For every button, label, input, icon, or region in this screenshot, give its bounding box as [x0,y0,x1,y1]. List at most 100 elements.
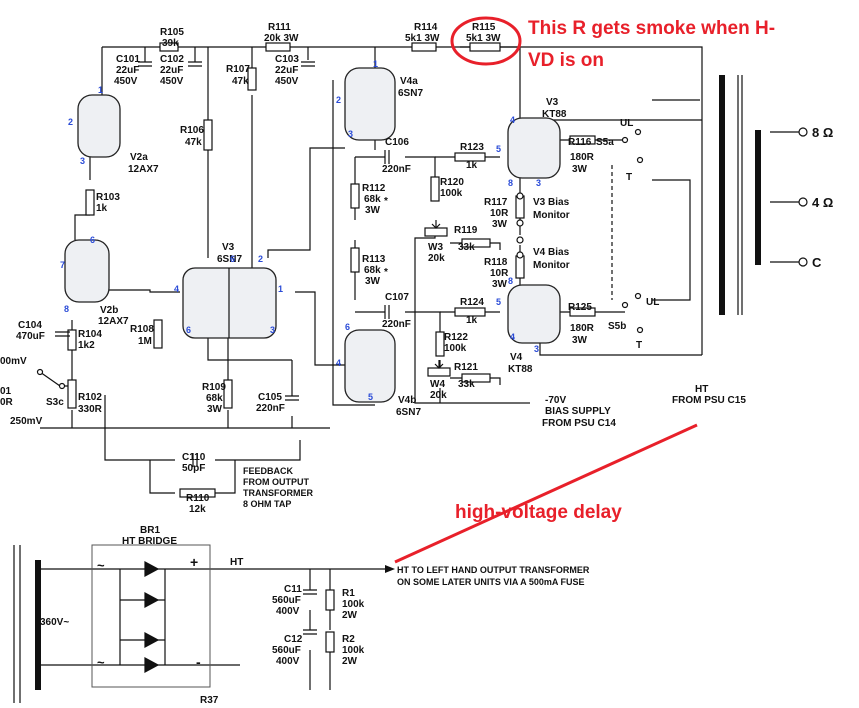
r104-value: 1k2 [78,340,95,351]
delay-note: high-voltage delay [455,502,622,523]
r118-value: 10R [490,268,509,279]
r125-value: 180R [570,323,595,334]
r104-label: R104 [78,329,102,340]
r122-label: R122 [444,332,468,343]
s5a-label: S5a [596,137,614,148]
r1-value: 100k [342,599,365,610]
r108-value: 1M [138,336,152,347]
svg-text:8: 8 [508,276,513,286]
c101-label: C101 [116,54,140,65]
r124-label: R124 [460,297,484,308]
bridge-tilde-bottom: ~ [97,655,105,670]
r105-label: R105 [160,27,184,38]
wiring [39,46,800,494]
c110-value: 50pF [182,463,205,474]
c102-label: C102 [160,54,184,65]
c106-label: C106 [385,137,409,148]
r118-rating: 3W [492,279,508,290]
r1-label: R1 [342,588,355,599]
tube-v4b: V4b 6SN7 [344,329,421,418]
capacitors [55,61,390,635]
v4b-name: V4b [398,395,416,406]
v3-output-type: KT88 [542,109,567,120]
svg-text:3: 3 [534,344,539,354]
t-bottom-label: T [636,340,642,351]
svg-text:2: 2 [68,117,73,127]
svg-text:6: 6 [186,325,191,335]
svg-text:6: 6 [345,322,350,332]
pot-w3: W3 20k [424,220,448,264]
r112-value: 68k [364,194,381,205]
svg-text:3: 3 [348,129,353,139]
signal-level-bottom: 250mV [10,416,43,427]
output-taps: 8 Ω 4 Ω C [798,125,833,270]
svg-text:1: 1 [98,85,103,95]
r102-label: R102 [78,392,102,403]
feedback-line1: FEEDBACK [243,466,294,476]
r122-value: 100k [444,343,467,354]
c101-voltage: 450V [114,76,138,87]
r117-rating: 3W [492,219,508,230]
ul-bottom-label: UL [646,297,659,308]
svg-text:1: 1 [373,59,378,69]
svg-text:3: 3 [536,178,541,188]
c104-label: C104 [18,320,42,331]
svg-text:1: 1 [278,284,283,294]
ht-label: HT [230,557,243,568]
text-blocks: -70V BIAS SUPPLY FROM PSU C14 HT FROM PS… [0,356,746,587]
r119-value: 33k [458,242,475,253]
transformer-cores [13,75,761,703]
c11-value: 560uF [272,595,301,606]
svg-text:5: 5 [496,297,501,307]
ht-from-line1: HT [695,384,708,395]
tap-4-label: 4 Ω [812,195,833,210]
bridge-label: BR1 [140,525,160,536]
feedback-line3: TRANSFORMER [243,488,313,498]
r107-label: R107 [226,64,250,75]
tap-com-label: C [812,255,822,270]
svg-text:7: 7 [60,260,65,270]
c107-value: 220nF [382,319,411,330]
svg-text:4: 4 [510,332,515,342]
tube-v2b: V2b 12AX7 [64,239,129,327]
svg-text:3: 3 [80,156,85,166]
c110-label: C110 [182,452,206,463]
w3-label: W3 [428,242,443,253]
red-annotations: This R gets smoke when H- VD is on high-… [394,16,775,564]
psu-bridge: BR1 HT BRIDGE HT 360V~ + - ~ ~ [40,525,395,688]
r109-value: 68k [206,393,223,404]
ht-to-line2: ON SOME LATER UNITS VIA A 500mA FUSE [397,577,585,587]
svg-text:3: 3 [270,325,275,335]
svg-text:4: 4 [174,284,179,294]
s5b-label: S5b [608,321,626,332]
v2b-name: V2b [100,305,118,316]
tube-v2a: V2a 12AX7 [77,94,159,175]
r120-value: 100k [440,188,463,199]
r2-value: 100k [342,645,365,656]
r107-value: 47k [232,76,249,87]
c105-value: 220nF [256,403,285,414]
v4-bias-line1: V4 Bias [533,247,570,258]
r123-label: R123 [460,142,484,153]
v3-bias-line1: V3 Bias [533,197,570,208]
r103-label: R103 [96,192,120,203]
r121-label: R121 [454,362,478,373]
v4a-type: 6SN7 [398,88,423,99]
feedback-line2: FROM OUTPUT [243,477,309,487]
tap-8-label: 8 Ω [812,125,833,140]
r102-value: 330R [78,404,103,415]
v2b-type: 12AX7 [98,316,129,327]
c106-value: 220nF [382,164,411,175]
pot-w4: W4 20k [427,360,451,401]
r113-value: 68k [364,265,381,276]
r117-value: 10R [490,208,509,219]
r112-rating: 3W [365,205,381,216]
r111-label: R111 [268,22,291,33]
smoke-note-line1: This R gets smoke when H- [528,18,775,39]
r123-value: 1k [466,160,478,171]
t-top-label: T [626,172,632,183]
r115-label: R115 [472,22,496,33]
v4a-name: V4a [400,76,418,87]
bridge-minus: - [196,654,201,670]
delay-arrow-line [394,423,698,564]
